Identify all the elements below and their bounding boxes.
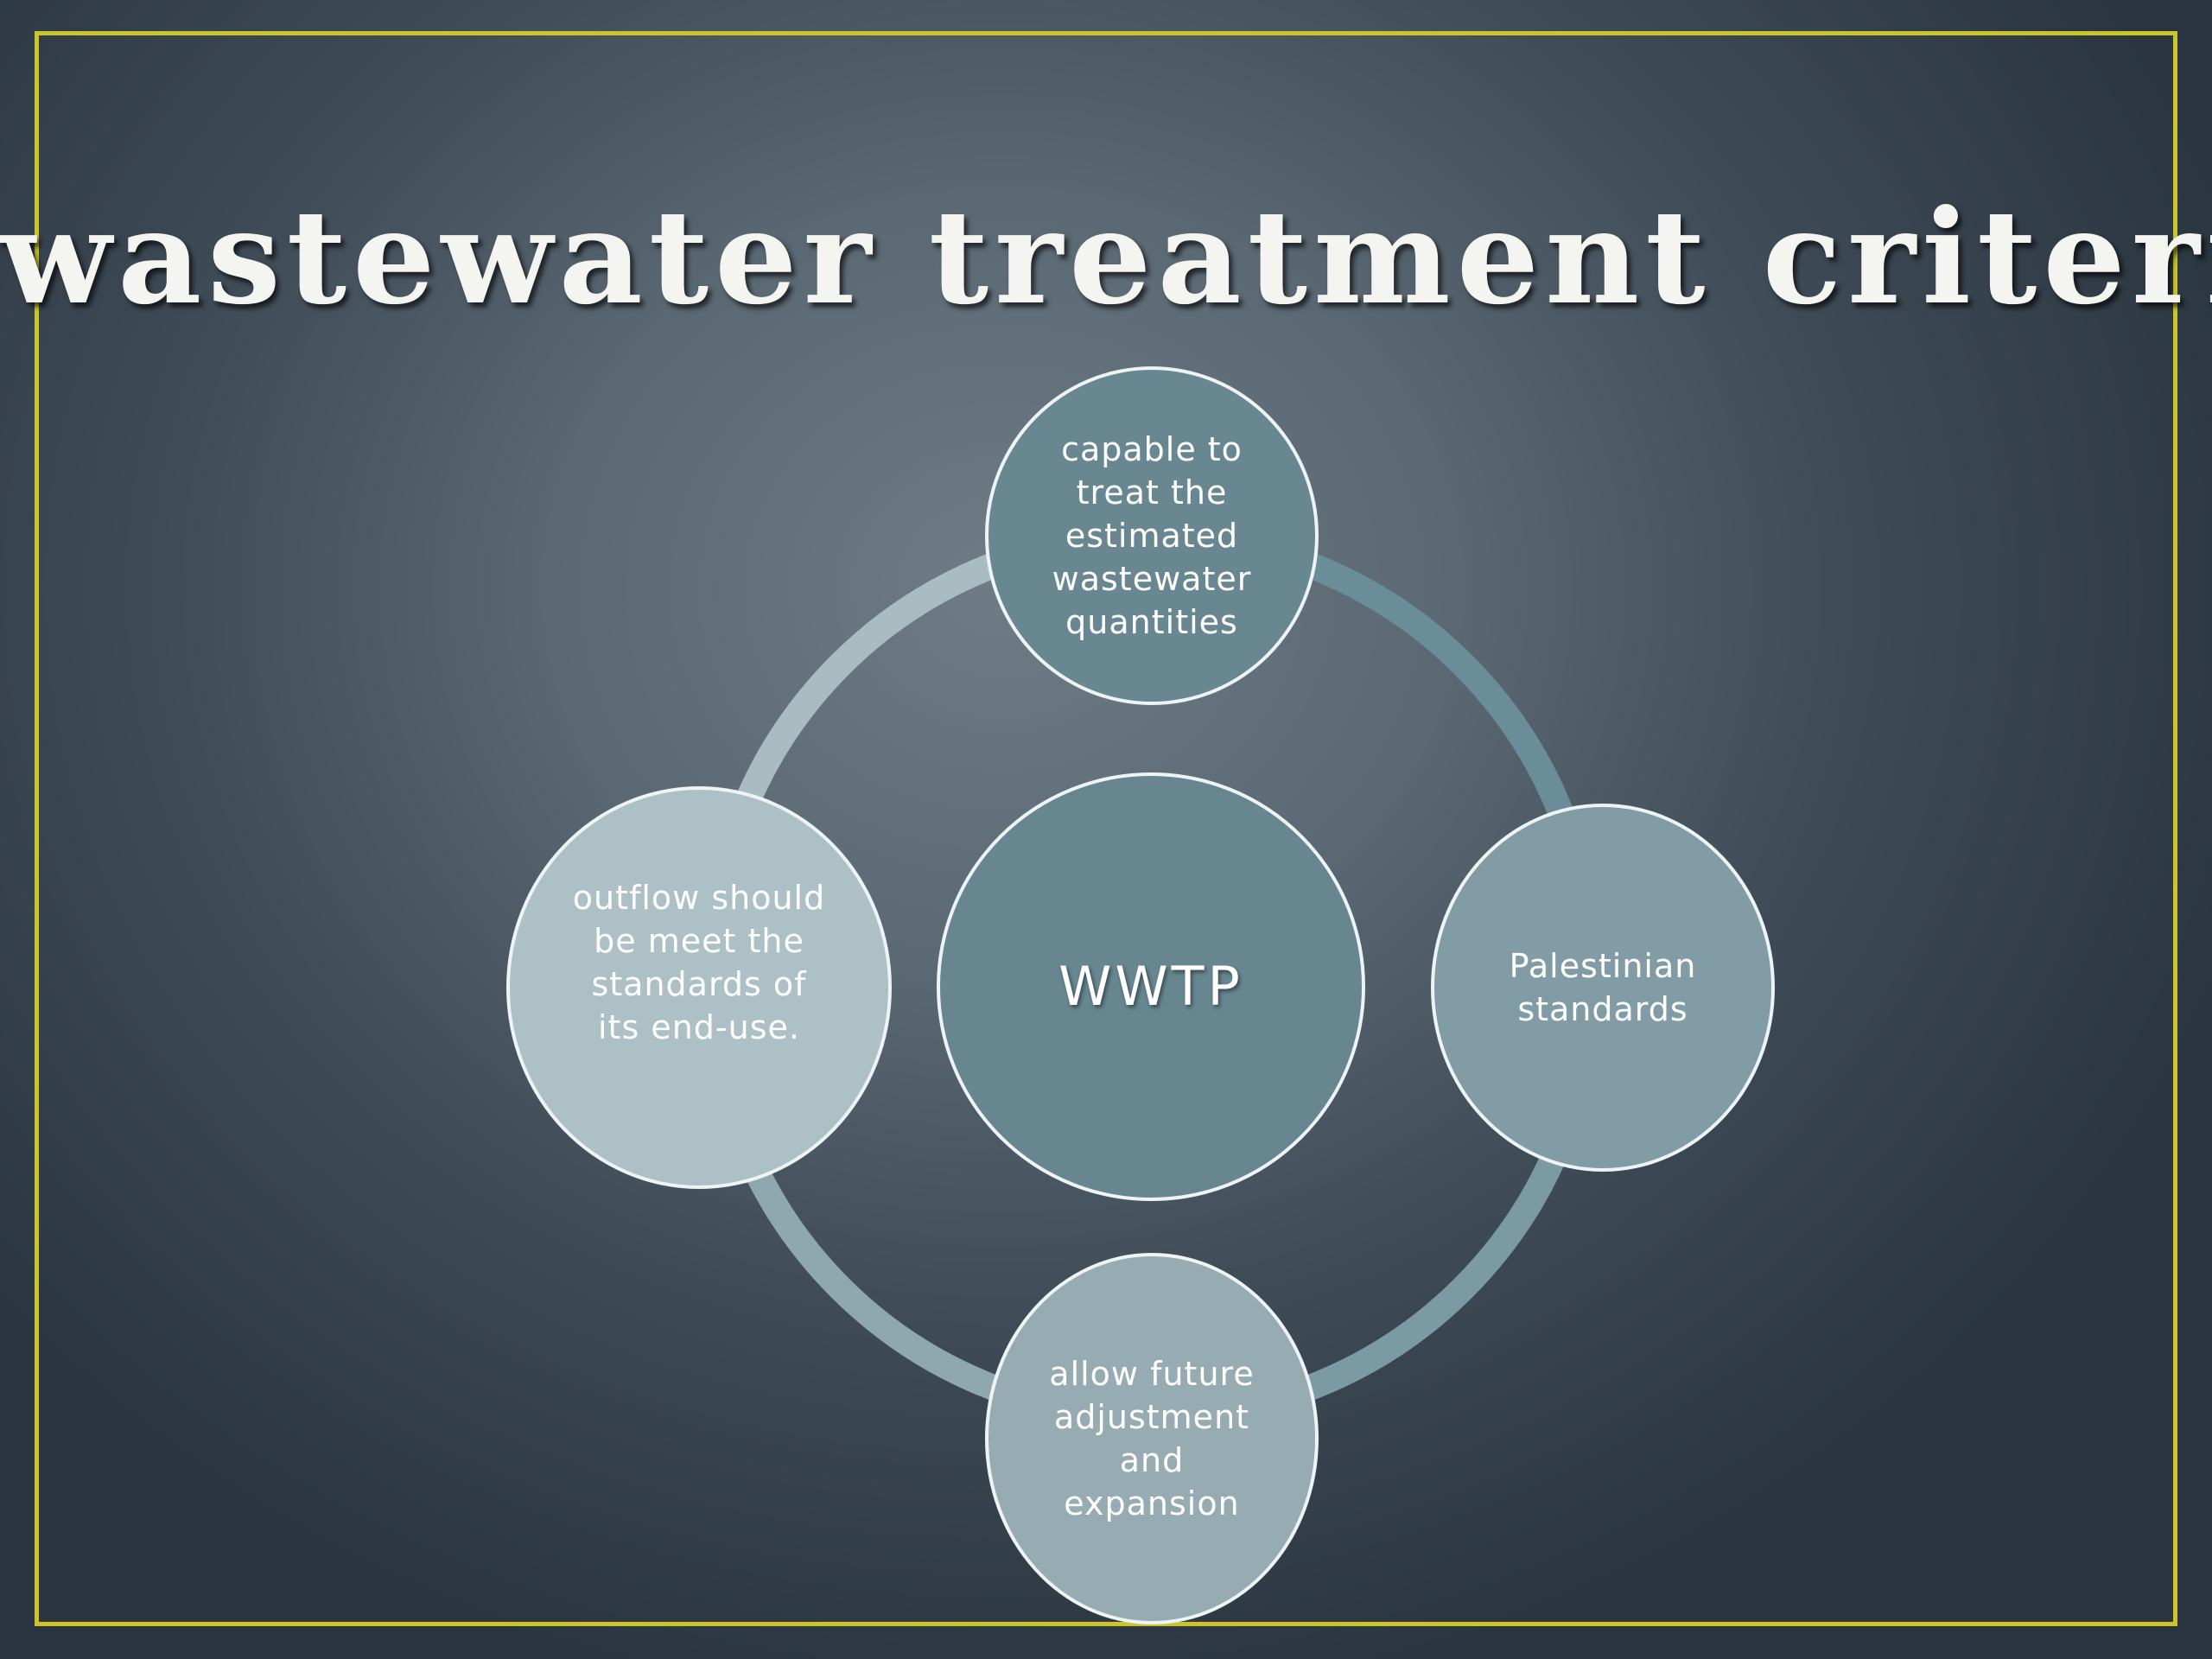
criterion-outflow-standards-node: outflow should be meet the standards of …	[506, 786, 892, 1189]
criterion-capacity-node: capable to treat the estimated wastewate…	[985, 366, 1319, 705]
criterion-palestinian-standards-node: Palestinian standards	[1431, 804, 1775, 1172]
slide-title: wastewater treatment criteria	[0, 181, 2212, 334]
center-wwtp-node: WWTP	[937, 772, 1365, 1201]
slide-frame-border	[35, 31, 2177, 1626]
criterion-future-expansion-node: allow future adjustment and expansion	[985, 1253, 1319, 1624]
